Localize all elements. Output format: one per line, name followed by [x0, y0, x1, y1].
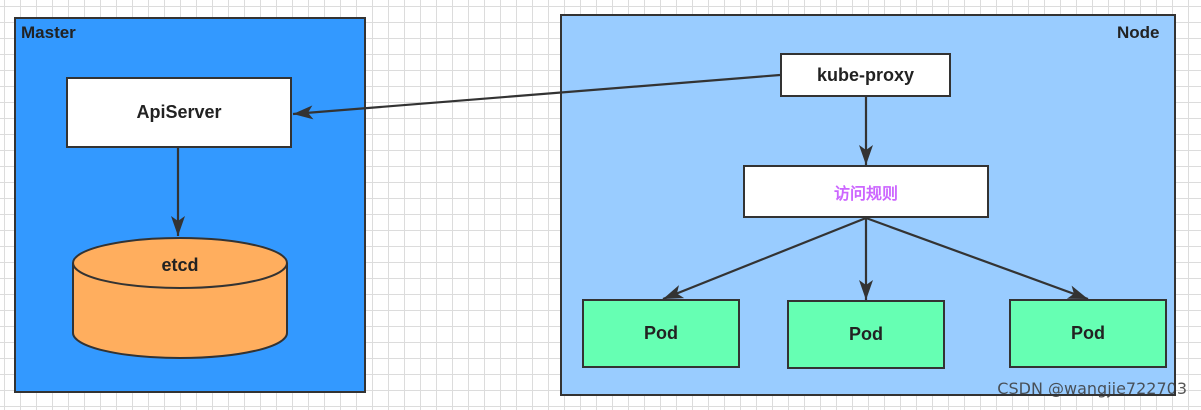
arrow-rules-to-pod-3 [865, 216, 1089, 301]
apiserver-box[interactable]: ApiServer [66, 77, 292, 148]
etcd-label: etcd [161, 255, 199, 275]
pod-box[interactable]: Pod [787, 300, 945, 369]
access-rules-box[interactable]: 访问规则 [743, 165, 989, 218]
pod-box[interactable]: Pod [582, 299, 740, 368]
csdn-watermark: CSDN @wangjie722703 [997, 379, 1187, 398]
kube-proxy-box[interactable]: kube-proxy [780, 53, 951, 97]
arrow-kube-proxy-to-apiserver [292, 73, 781, 120]
master-title: Master [21, 23, 76, 42]
arrow-rules-to-pod-1 [662, 216, 867, 301]
pod-box[interactable]: Pod [1009, 299, 1167, 368]
node-title: Node [1117, 23, 1160, 42]
etcd-cylinder[interactable] [71, 236, 289, 361]
